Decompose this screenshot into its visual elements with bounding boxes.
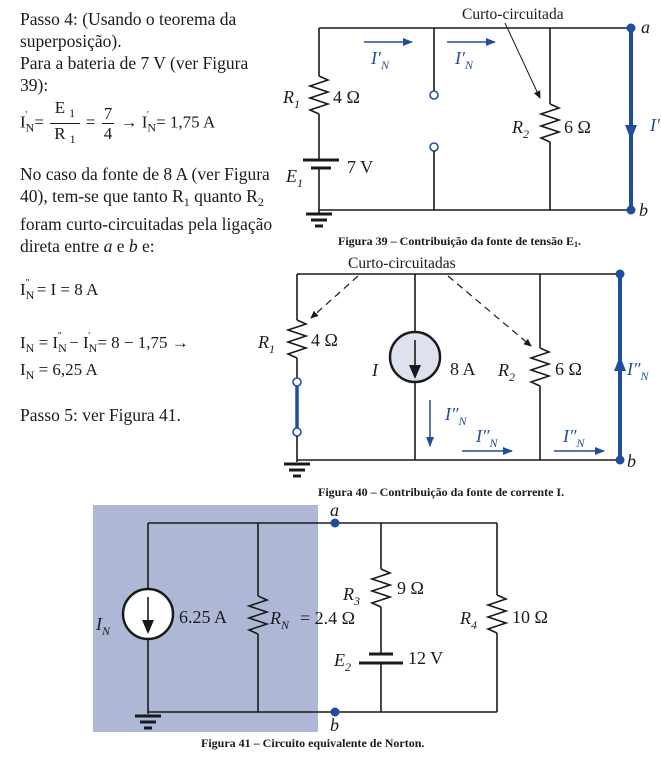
- fig41-r4-value: 10 Ω: [512, 607, 548, 627]
- fig39-current-label: I′N: [370, 48, 390, 72]
- fig41-node-a-label: a: [330, 500, 339, 520]
- figure-39: [303, 22, 637, 228]
- fig40-r1-resistor-icon: [285, 319, 309, 359]
- fig39-r1-label: R1: [282, 87, 300, 111]
- fig39-node-a: [626, 23, 636, 33]
- fig40-source-value: 8 A: [450, 359, 476, 379]
- fig39-r1-value: 4 Ω: [333, 87, 360, 107]
- equation-in-difference: IN = IN" − IN' = 8 − 1,75 →: [20, 331, 189, 355]
- fig40-current-label: I″N: [475, 426, 499, 450]
- fig40-short-current-label: I″N: [626, 359, 650, 383]
- fig39-node-b: [626, 205, 636, 215]
- fig41-e2-value: 12 V: [408, 648, 443, 668]
- passo4-text: Passo 4: (Usando o teorema da superposiç…: [20, 9, 237, 51]
- fig39-r2-resistor-icon: [538, 103, 562, 143]
- fig41-node-b-label: b: [330, 715, 339, 735]
- fig40-caption: Figura 40 – Contribuição da fonte de cor…: [318, 485, 565, 499]
- fig41-r3-resistor-icon: [369, 568, 393, 608]
- fig40-annotation-pointer-r2: [447, 275, 532, 347]
- fonte-intro-text: No caso da fonte de 8 A (ver Figura 40),…: [20, 164, 273, 256]
- fig39-e1-value: 7 V: [347, 157, 373, 177]
- fig39-open-terminal-top: [429, 90, 439, 100]
- fig41-rn-resistor-icon: [246, 595, 270, 635]
- fig39-e1-label: E1: [285, 166, 303, 190]
- fig39-short-current-label: I′: [649, 115, 661, 135]
- fig41-ground-icon: [135, 714, 161, 730]
- fig40-node-b: [615, 455, 625, 465]
- figure-41: [121, 518, 509, 730]
- fig40-r2-value: 6 Ω: [555, 359, 582, 379]
- fig40-current-label: I″N: [562, 426, 586, 450]
- fig40-node-a: [615, 269, 625, 279]
- fig41-e2-label: E2: [333, 650, 351, 674]
- equation-in-result: IN = 6,25 A: [20, 360, 98, 382]
- explanation-text: Passo 4: (Usando o teorema da superposiç…: [20, 8, 275, 426]
- fig40-r2-label: R2: [497, 360, 515, 384]
- fig39-r1-resistor-icon: [307, 75, 331, 115]
- fig41-source-label: IN: [95, 614, 111, 638]
- fig40-node-b-label: b: [627, 451, 636, 471]
- fig40-current-label: I″N: [444, 404, 468, 428]
- figure-41-labels: IN 6.25 A RN = 2.4 Ω R3 9 Ω E2 12 V R4 1…: [95, 500, 548, 735]
- fig39-annotation-pointer: [504, 22, 541, 99]
- fig39-current-label: I′N: [454, 48, 474, 72]
- fig41-rn-value: = 2.4 Ω: [300, 608, 355, 628]
- figure-40-labels: Curto-circuitadas R1 4 Ω I 8 A R2 6 Ω I″…: [257, 255, 650, 471]
- fig39-open-terminal-bottom: [429, 142, 439, 152]
- fig40-source-label: I: [371, 360, 379, 380]
- figure-39-labels: Curto-circuitada R1 4 Ω E1 7 V R2 6 Ω I′…: [282, 6, 661, 220]
- bateria-intro-text: Para a bateria de 7 V (ver Figura 39):: [20, 53, 249, 95]
- fig39-short-current-arrow-icon: [625, 125, 637, 140]
- fig41-node-b: [330, 707, 340, 717]
- fig41-caption: Figura 41 – Circuito equivalente de Nort…: [201, 736, 425, 750]
- fig40-annotation: Curto-circuitadas: [348, 255, 456, 272]
- fig40-ground-icon: [284, 462, 310, 478]
- fig39-node-b-label: b: [639, 200, 648, 220]
- fig40-r1-value: 4 Ω: [311, 330, 338, 350]
- fig39-node-a-label: a: [641, 17, 650, 37]
- fig41-r3-value: 9 Ω: [397, 578, 424, 598]
- fig41-r4-resistor-icon: [485, 594, 509, 634]
- fig41-node-a: [330, 518, 340, 528]
- fig41-rn-label: RN: [269, 608, 290, 632]
- fig39-r2-label: R2: [511, 117, 529, 141]
- fig39-annotation: Curto-circuitada: [462, 6, 564, 23]
- passo5-text: Passo 5: ver Figura 41.: [20, 405, 181, 425]
- fig41-r3-label: R3: [342, 584, 360, 608]
- fig40-short-current-arrow-icon: [614, 356, 626, 371]
- fig40-r1-label: R1: [257, 332, 275, 356]
- fig41-r4-label: R4: [459, 608, 477, 632]
- fig39-r2-value: 6 Ω: [564, 117, 591, 137]
- fig41-source-value: 6.25 A: [179, 607, 227, 627]
- fig40-annotation-pointer-r1: [310, 275, 359, 319]
- fig39-caption: Figura 39 – Contribuição da fonte de ten…: [338, 234, 582, 249]
- equation-in-double-prime: IN" = I = 8 A: [20, 278, 99, 302]
- figure-40: [284, 269, 626, 478]
- fig39-ground-icon: [306, 212, 332, 228]
- fig40-r2-resistor-icon: [528, 347, 552, 387]
